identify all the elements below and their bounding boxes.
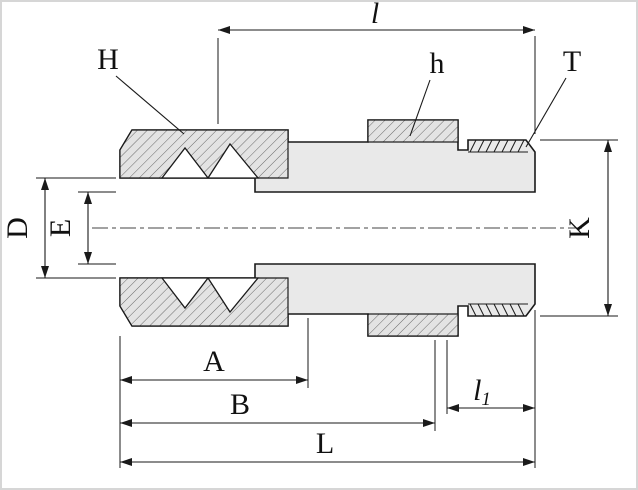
dim-l1-label-sub: 1 [481,389,491,410]
dim-E-label: E [44,219,77,237]
dim-T-leader [525,77,567,148]
nut-section-bottom [119,277,289,327]
dim-T: T [525,45,581,148]
dim-h-leader [409,79,431,137]
hex-section-top [367,119,459,143]
dim-h: h [409,47,445,137]
dim-l1-label: l1 [473,374,491,410]
dim-l1: l1 [446,340,535,414]
dim-D: D [2,177,116,279]
dim-K: K [540,139,618,317]
dim-K-label: K [563,217,596,239]
dim-H-leader [115,75,185,135]
dim-H: H [97,43,185,135]
ferrules-bottom [160,277,260,314]
dim-l: l [217,2,536,134]
dimensions: l H h T D E [2,2,618,468]
thread-crest-lines [469,139,525,317]
dim-L-label: L [316,427,334,460]
dim-H-label: H [97,43,119,76]
dim-D-label: D [2,217,34,239]
dim-T-label: T [563,45,581,78]
dim-l1-label-base: l [473,374,481,407]
dim-L: L [120,427,535,466]
dim-E: E [44,191,116,265]
dim-B: B [120,340,436,431]
fitting-body [92,119,582,337]
dim-A-label: A [203,345,225,378]
dim-A: A [120,318,309,388]
dim-B-label: B [230,388,250,421]
ferrules-top [160,142,260,179]
nut-section-top [119,129,289,179]
hex-section-bottom [367,313,459,337]
dim-h-label: h [430,47,445,80]
dim-l-label: l [371,2,379,30]
